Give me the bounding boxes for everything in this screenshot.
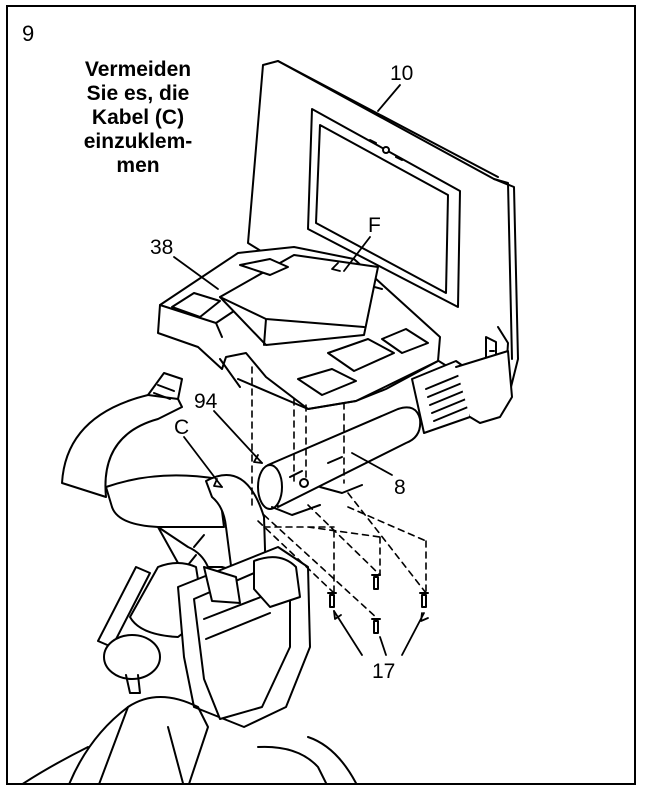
- screws: [327, 574, 429, 634]
- callout-38: 38: [150, 236, 174, 259]
- callout-C: C: [174, 416, 190, 439]
- warning-line: Kabel (C): [91, 106, 185, 129]
- callout-F: F: [368, 214, 381, 237]
- cable-warning: Vermeiden Sie es, die Kabel (C) einzukle…: [48, 58, 228, 178]
- console-bracket: [411, 350, 513, 434]
- instruction-panel: 9 Vermeiden Sie es, die Kabel (C) einzuk…: [6, 5, 636, 785]
- warning-line: Sie es, die: [86, 82, 190, 105]
- accessory-tray: [157, 246, 441, 410]
- leader-lines: [173, 84, 429, 656]
- warning-line: einzuklem-: [83, 130, 193, 153]
- callout-10: 10: [390, 62, 414, 85]
- assembly-illustration: [22, 60, 519, 783]
- alignment-lines: [251, 366, 427, 620]
- step-number: 9: [22, 21, 35, 46]
- frame-tube: [257, 406, 422, 516]
- warning-line: Vermeiden: [84, 58, 192, 81]
- callout-8: 8: [394, 476, 406, 499]
- callout-17: 17: [372, 660, 396, 683]
- callout-94: 94: [194, 390, 218, 413]
- stem-assembly: [22, 546, 357, 783]
- warning-line: men: [116, 154, 160, 177]
